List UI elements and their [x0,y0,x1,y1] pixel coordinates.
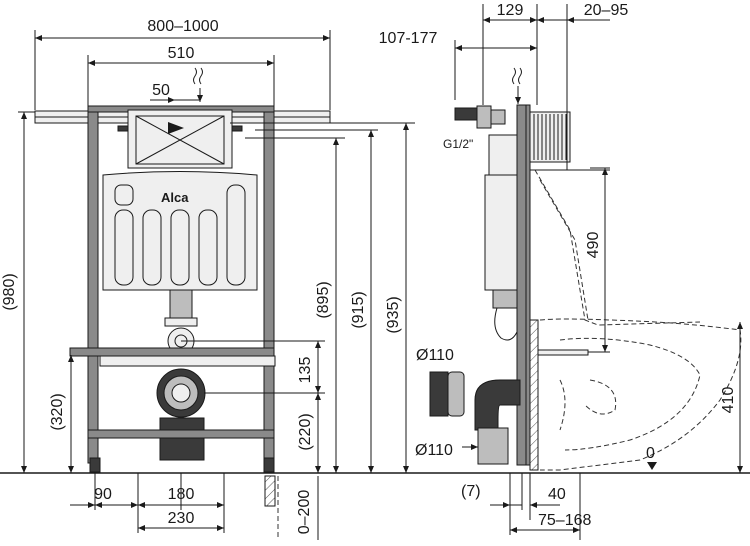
dim-offset-50: 50 [152,82,170,99]
dim-foot-230: 230 [168,510,195,527]
dim-height-320: (320) [49,393,66,430]
dim-height-490: 490 [585,232,602,259]
dim-height-135: 135 [297,357,314,384]
dim-height-410: 410 [720,387,737,414]
dim-height-935: (935) [385,296,402,333]
dim-height-980: (980) [1,273,18,310]
dim-top-129: 129 [497,2,524,19]
logo-alca: Alca [161,190,189,205]
dim-foot-180: 180 [168,486,195,503]
dim-frame-width: 510 [168,45,195,62]
toilet-outline [534,169,701,326]
label-pipe-upper: Ø110 [416,347,454,364]
label-thread: G1/2" [443,137,473,151]
dim-frame-width-range: 800–1000 [147,18,218,35]
dim-height-895: (895) [315,281,332,318]
dim-height-915: (915) [350,291,367,328]
cross-bar [69,347,275,357]
label-zero: 0 [646,445,655,462]
side-view: 129 20–95 107-177 G1/2" [379,2,743,540]
dim-top-107-177: 107-177 [379,30,438,47]
side-frame-post [516,104,527,466]
dim-foot-90: 90 [94,486,112,503]
dim-top-20-95: 20–95 [584,2,629,19]
dim-bottom-7: (7) [461,483,481,500]
pipe-elbow [474,379,521,431]
frame-left-post [87,107,99,464]
pipe-lower [477,427,509,465]
frame-right-post [263,107,275,464]
pipe-upper [429,371,449,417]
dim-height-220: (220) [297,413,314,450]
label-pipe-lower: Ø110 [415,442,453,459]
side-cistern [484,174,518,291]
dim-bottom-40: 40 [548,486,566,503]
dim-floor-range: 0–200 [296,490,313,535]
dim-bottom-75-168: 75–168 [538,512,591,529]
front-view: 800–1000 510 50 [1,18,415,540]
